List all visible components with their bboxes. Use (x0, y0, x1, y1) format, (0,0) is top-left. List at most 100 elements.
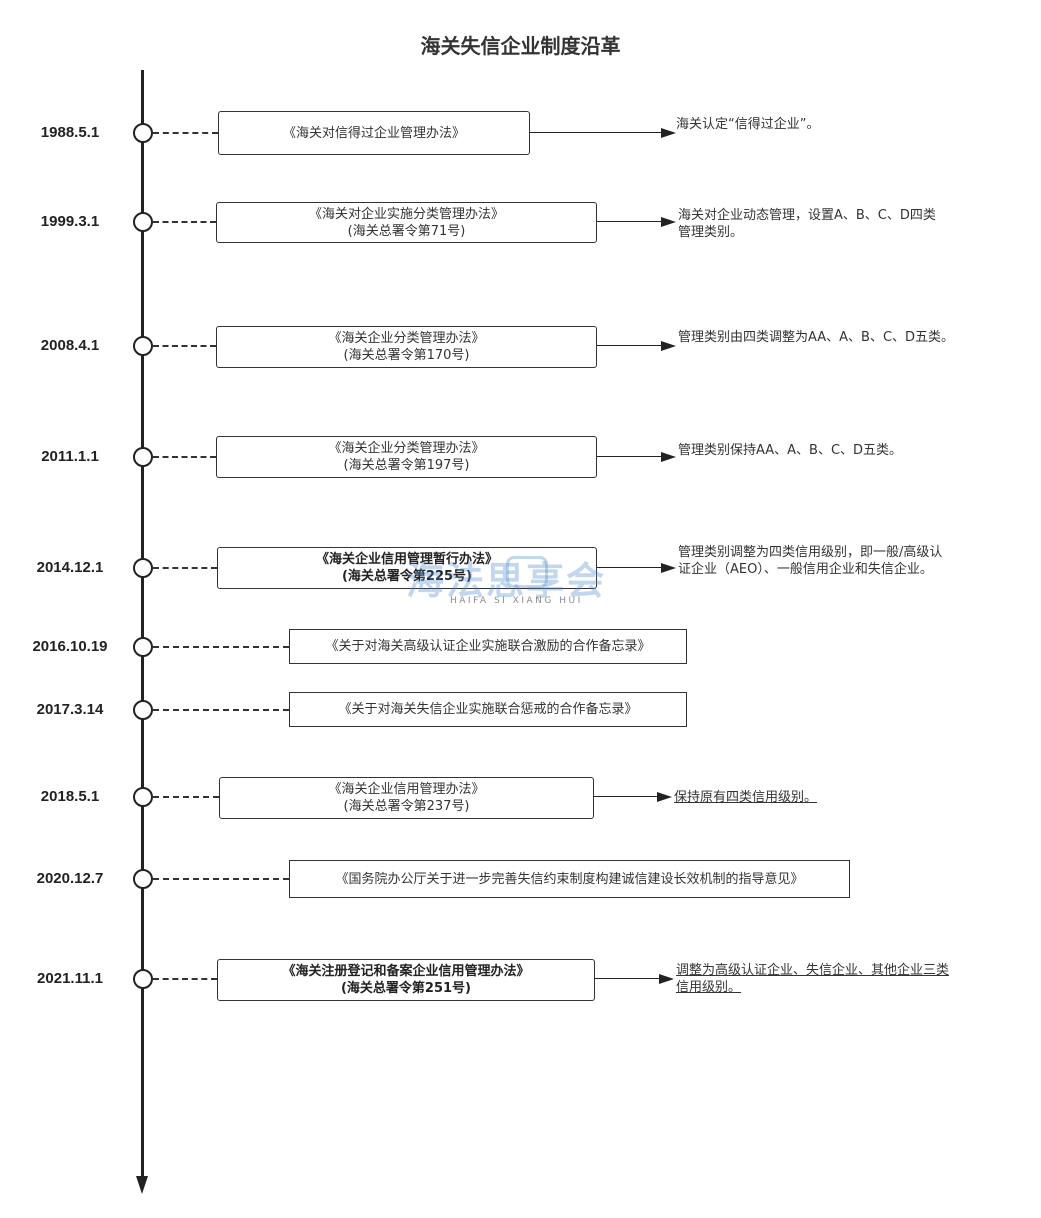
event-note: 管理类别调整为四类信用级别，即一般/高级认证企业（AEO）、一般信用企业和失信企… (678, 544, 942, 578)
note-line: 信用级别。 (676, 980, 742, 995)
document-title-line: (海关总署令第170号) (343, 348, 470, 363)
note-line-row: 管理类别由四类调整为AA、A、B、C、D五类。 (678, 329, 954, 346)
arrow-connector (530, 132, 662, 133)
event-date: 1988.5.1 (40, 124, 100, 141)
note-line-row: 信用级别。 (676, 979, 949, 996)
event-date: 2021.11.1 (37, 970, 103, 987)
timeline-node-icon (133, 558, 153, 578)
document-title-line: 《海关企业分类管理办法》 (328, 441, 485, 456)
note-line-row: 管理类别。 (678, 224, 936, 241)
document-title-line: 《关于对海关高级认证企业实施联合激励的合作备忘录》 (325, 639, 651, 654)
document-title-line: (海关总署令第251号) (340, 981, 472, 996)
note-line: 调整为高级认证企业、失信企业、其他企业三类 (676, 963, 950, 978)
timeline-axis (141, 70, 144, 1178)
document-title-line: 《海关企业分类管理办法》 (328, 331, 485, 346)
note-line: 海关认定“信得过企业”。 (676, 117, 820, 132)
timeline-node-icon (133, 212, 153, 232)
event-date: 2014.12.1 (36, 559, 104, 576)
note-line: 管理类别调整为四类信用级别，即一般/高级认 (678, 545, 943, 560)
arrow-connector (594, 796, 658, 797)
event-note: 调整为高级认证企业、失信企业、其他企业三类信用级别。 (676, 962, 949, 996)
diagram-title: 海关失信企业制度沿革 (420, 34, 621, 58)
note-line-row: 证企业（AEO）、一般信用企业和失信企业。 (678, 561, 942, 578)
note-line: 管理类别保持AA、A、B、C、D五类。 (678, 443, 903, 458)
dashed-connector (153, 646, 289, 648)
document-title-line: 《海关注册登记和备案企业信用管理办法》 (282, 964, 530, 979)
timeline-node-icon (133, 869, 153, 889)
document-title-line: (海关总署令第225号) (341, 569, 473, 584)
event-note: 管理类别由四类调整为AA、A、B、C、D五类。 (678, 329, 954, 346)
watermark-subtitle: HAIFA SI XIANG HUI (450, 596, 583, 606)
document-box: 《海关对企业实施分类管理办法》(海关总署令第71号) (216, 202, 597, 243)
document-title-line: 《关于对海关失信企业实施联合惩戒的合作备忘录》 (338, 702, 638, 717)
event-date: 2017.3.14 (36, 701, 104, 718)
note-line-row: 管理类别保持AA、A、B、C、D五类。 (678, 442, 902, 459)
arrow-right-icon (661, 341, 676, 351)
arrow-connector (597, 456, 662, 457)
arrow-right-icon (659, 974, 674, 984)
dashed-connector (153, 978, 217, 980)
arrow-right-icon (661, 128, 676, 138)
arrow-connector (597, 567, 662, 568)
event-date: 1999.3.1 (40, 213, 100, 230)
dashed-connector (153, 878, 289, 880)
note-line-row: 管理类别调整为四类信用级别，即一般/高级认 (678, 544, 942, 561)
document-title-line: (海关总署令第71号) (347, 223, 466, 239)
arrow-right-icon (661, 217, 676, 227)
note-line-row: 海关认定“信得过企业”。 (676, 116, 819, 133)
dashed-connector (153, 456, 216, 458)
document-box: 《关于对海关失信企业实施联合惩戒的合作备忘录》 (289, 692, 687, 727)
document-title-line: (海关总署令第237号) (343, 799, 470, 814)
note-line: 管理类别由四类调整为AA、A、B、C、D五类。 (678, 330, 955, 345)
document-title-line: 《海关对企业实施分类管理办法》 (308, 206, 504, 222)
event-note: 海关认定“信得过企业”。 (676, 116, 819, 133)
event-date: 2020.12.7 (36, 870, 104, 887)
note-line-row: 保持原有四类信用级别。 (674, 789, 817, 806)
document-title-line: 《海关对信得过企业管理办法》 (282, 125, 465, 141)
document-title-line: 《国务院办公厅关于进一步完善失信约束制度构建诚信建设长效机制的指导意见》 (335, 871, 804, 887)
document-box: 《海关企业信用管理办法》 (海关总署令第237号) (219, 777, 594, 819)
note-line-row: 海关对企业动态管理，设置A、B、C、D四类 (678, 207, 936, 224)
document-title-line: 《海关企业信用管理办法》 (328, 782, 485, 797)
dashed-connector (153, 567, 217, 569)
timeline-node-icon (133, 969, 153, 989)
timeline-node-icon (133, 637, 153, 657)
document-title-line: 《海关企业信用管理暂行办法》 (315, 552, 498, 567)
event-date: 2018.5.1 (40, 788, 100, 805)
document-box: 《关于对海关高级认证企业实施联合激励的合作备忘录》 (289, 629, 687, 664)
note-line: 证企业（AEO）、一般信用企业和失信企业。 (678, 562, 933, 577)
timeline-node-icon (133, 447, 153, 467)
timeline-node-icon (133, 787, 153, 807)
document-title-line: (海关总署令第197号) (343, 458, 470, 473)
arrow-connector (597, 345, 662, 346)
document-box: 《海关注册登记和备案企业信用管理办法》 (海关总署令第251号) (217, 959, 595, 1001)
axis-arrow-down-icon (136, 1176, 148, 1194)
event-note: 海关对企业动态管理，设置A、B、C、D四类管理类别。 (678, 207, 936, 241)
event-date: 2016.10.19 (32, 638, 108, 655)
note-line-row: 调整为高级认证企业、失信企业、其他企业三类 (676, 962, 949, 979)
dashed-connector (153, 796, 219, 798)
arrow-connector (595, 978, 660, 979)
arrow-right-icon (661, 452, 676, 462)
event-date: 2008.4.1 (40, 337, 100, 354)
dashed-connector (153, 709, 289, 711)
document-box: 《海关对信得过企业管理办法》 (218, 111, 530, 155)
note-line: 保持原有四类信用级别。 (674, 790, 818, 805)
dashed-connector (153, 345, 216, 347)
timeline-node-icon (133, 700, 153, 720)
event-note: 管理类别保持AA、A、B、C、D五类。 (678, 442, 902, 459)
dashed-connector (153, 221, 216, 223)
timeline-node-icon (133, 123, 153, 143)
event-note: 保持原有四类信用级别。 (674, 789, 817, 806)
document-box: 《海关企业信用管理暂行办法》 (海关总署令第225号) (217, 547, 597, 589)
note-line: 管理类别。 (678, 225, 744, 240)
document-box: 《国务院办公厅关于进一步完善失信约束制度构建诚信建设长效机制的指导意见》 (289, 860, 850, 898)
arrow-right-icon (657, 792, 672, 802)
document-box: 《海关企业分类管理办法》 (海关总署令第197号) (216, 436, 597, 478)
timeline-node-icon (133, 336, 153, 356)
note-line: 海关对企业动态管理，设置A、B、C、D四类 (678, 208, 936, 223)
arrow-connector (597, 221, 662, 222)
dashed-connector (153, 132, 218, 134)
event-date: 2011.1.1 (41, 448, 99, 465)
